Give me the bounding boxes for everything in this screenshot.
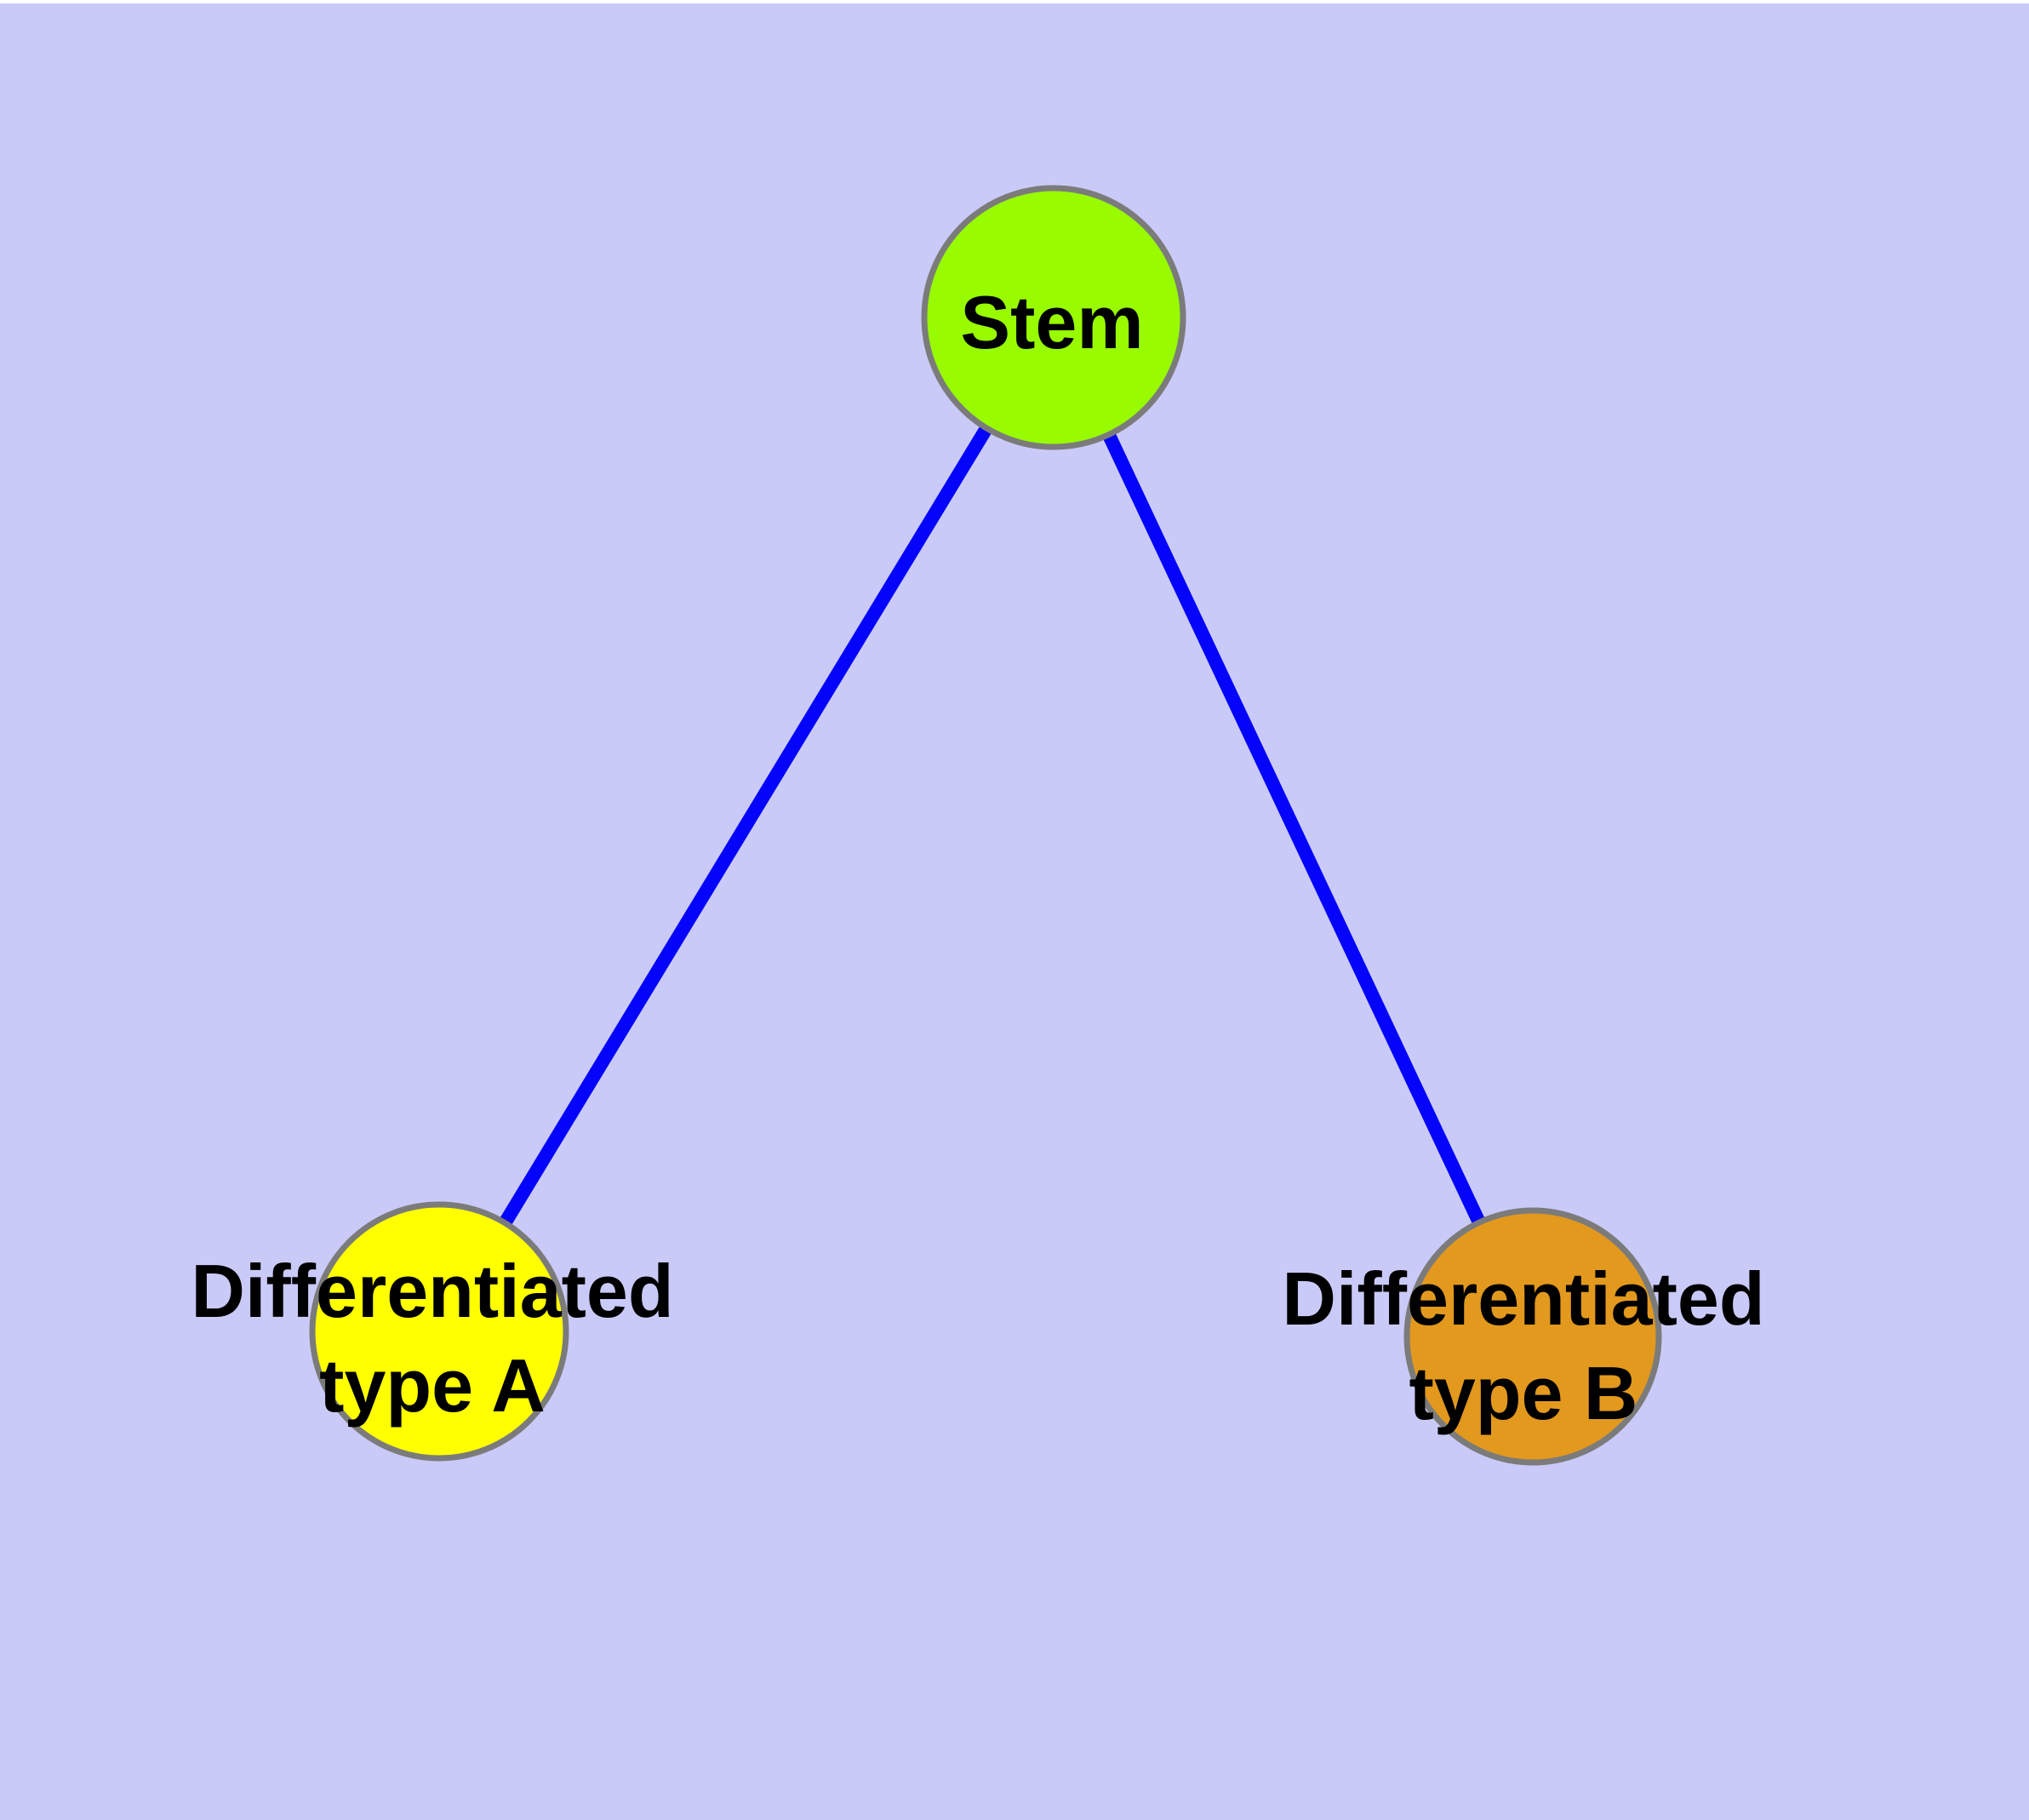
node-stem [921,185,1186,450]
top-edge-strip [0,0,2029,3]
node-differentiated-type-a [309,1201,569,1462]
node-type-b-label-line2: type B [1409,1351,1638,1435]
edge-stem-to-type-a [433,313,1060,1336]
node-differentiated-type-b [1403,1207,1662,1466]
node-type-b-label-line1: Differentiated [1282,1256,1764,1341]
node-type-a-label-line1: Differentiated [191,1249,673,1333]
node-type-a-label-line2: type A [319,1343,546,1428]
node-stem-label: Stem [960,280,1143,364]
edge-stem-to-type-b [1047,314,1540,1340]
